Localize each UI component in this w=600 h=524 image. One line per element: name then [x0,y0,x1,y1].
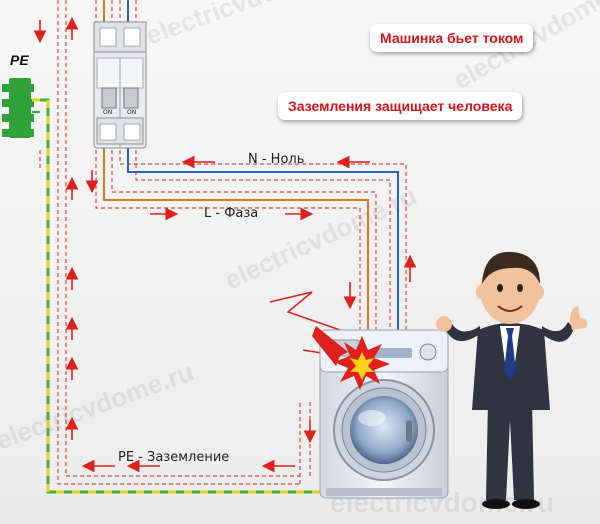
svg-text:electricvdome.ru: electricvdome.ru [142,0,348,51]
current-arrows [33,16,417,473]
neutral-wire-label: N - Ноль [248,152,305,167]
ground-wire-label: PE - Заземление [118,450,230,465]
breaker-on-left: ON [103,109,112,116]
person-icon [436,251,588,509]
breaker-icon: ON ON [93,21,147,149]
washing-machine-icon [319,329,449,499]
phase-wire-label: L - Фаза [204,206,259,221]
warning-ground-callout: Заземления защищает человека [278,92,523,120]
svg-text:electricvdome.ru: electricvdome.ru [0,356,198,455]
svg-text:electricvdome.ru: electricvdome.ru [220,180,421,295]
spark-icon [334,336,390,390]
pe-tag-label: PE [10,52,29,68]
lightning-icon [269,291,341,331]
ground-wire [32,98,326,494]
neutral-wire [127,146,399,330]
spark-pointer-arrow [312,326,348,366]
warning-shock-callout: Машинка бьет током [370,24,534,52]
breaker-on-right: ON [127,109,136,116]
phase-wire [103,146,369,330]
current-path-dashes [39,0,407,485]
pe-busbar-icon [2,78,34,138]
